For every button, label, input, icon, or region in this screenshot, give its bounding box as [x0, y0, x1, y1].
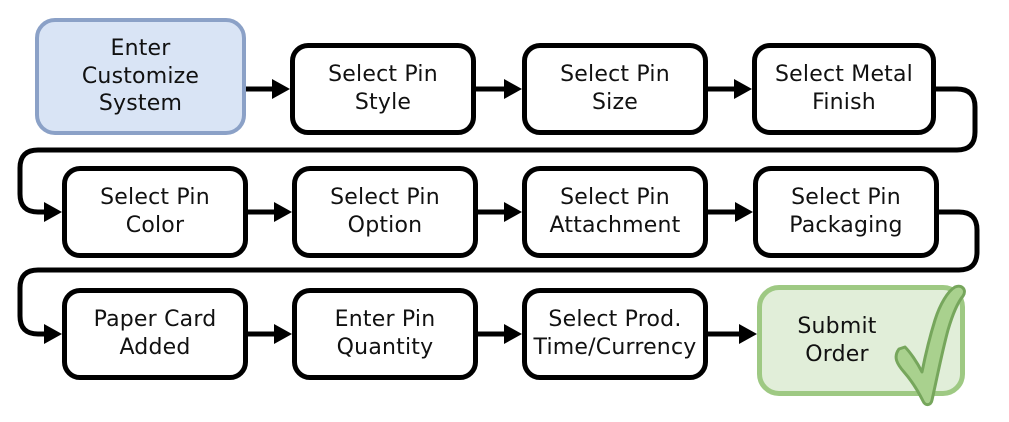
node-label: Enter Pin Quantity [334, 307, 436, 360]
node-select-pin-packaging: Select Pin Packaging [753, 166, 939, 258]
arrow-prodtime-to-submit [708, 324, 757, 344]
node-label: Select Pin Packaging [789, 185, 903, 238]
node-label: Select Pin Color [100, 185, 210, 238]
node-enter-pin-quantity: Enter Pin Quantity [292, 288, 478, 380]
node-label: Select Prod. Time/Currency [533, 307, 697, 360]
node-enter-customize-system: Enter Customize System [35, 18, 246, 135]
arrow-enter-to-style [246, 79, 290, 99]
node-paper-card-added: Paper Card Added [62, 288, 248, 380]
node-label: Select Pin Style [328, 62, 438, 115]
node-label: Select Pin Size [560, 62, 670, 115]
node-select-metal-finish: Select Metal Finish [752, 43, 936, 135]
arrow-option-to-attachment [478, 202, 522, 222]
node-select-pin-size: Select Pin Size [522, 43, 708, 135]
node-select-pin-attachment: Select Pin Attachment [522, 166, 708, 258]
arrow-quantity-to-prodtime [478, 324, 522, 344]
arrow-color-to-option [248, 202, 292, 222]
node-label: Select Pin Attachment [549, 185, 681, 238]
arrow-size-to-finish [708, 79, 752, 99]
node-label: Paper Card Added [93, 307, 217, 360]
node-select-pin-option: Select Pin Option [292, 166, 478, 258]
node-submit-order: Submit Order [757, 285, 965, 396]
node-label: Select Metal Finish [775, 62, 913, 115]
node-select-pin-color: Select Pin Color [62, 166, 248, 258]
arrow-style-to-size [476, 79, 522, 99]
node-select-pin-style: Select Pin Style [290, 43, 476, 135]
node-label: Enter Customize System [81, 35, 200, 117]
node-select-prod-time-currency: Select Prod. Time/Currency [522, 288, 708, 380]
node-label: Select Pin Option [330, 185, 440, 238]
arrow-papercard-to-quantity [248, 324, 292, 344]
arrow-finish-to-color-wrap [17, 86, 978, 222]
node-label: Submit Order [797, 313, 877, 367]
arrow-attachment-to-packaging [708, 202, 753, 222]
arrow-packaging-to-papercard-wrap [17, 209, 980, 344]
